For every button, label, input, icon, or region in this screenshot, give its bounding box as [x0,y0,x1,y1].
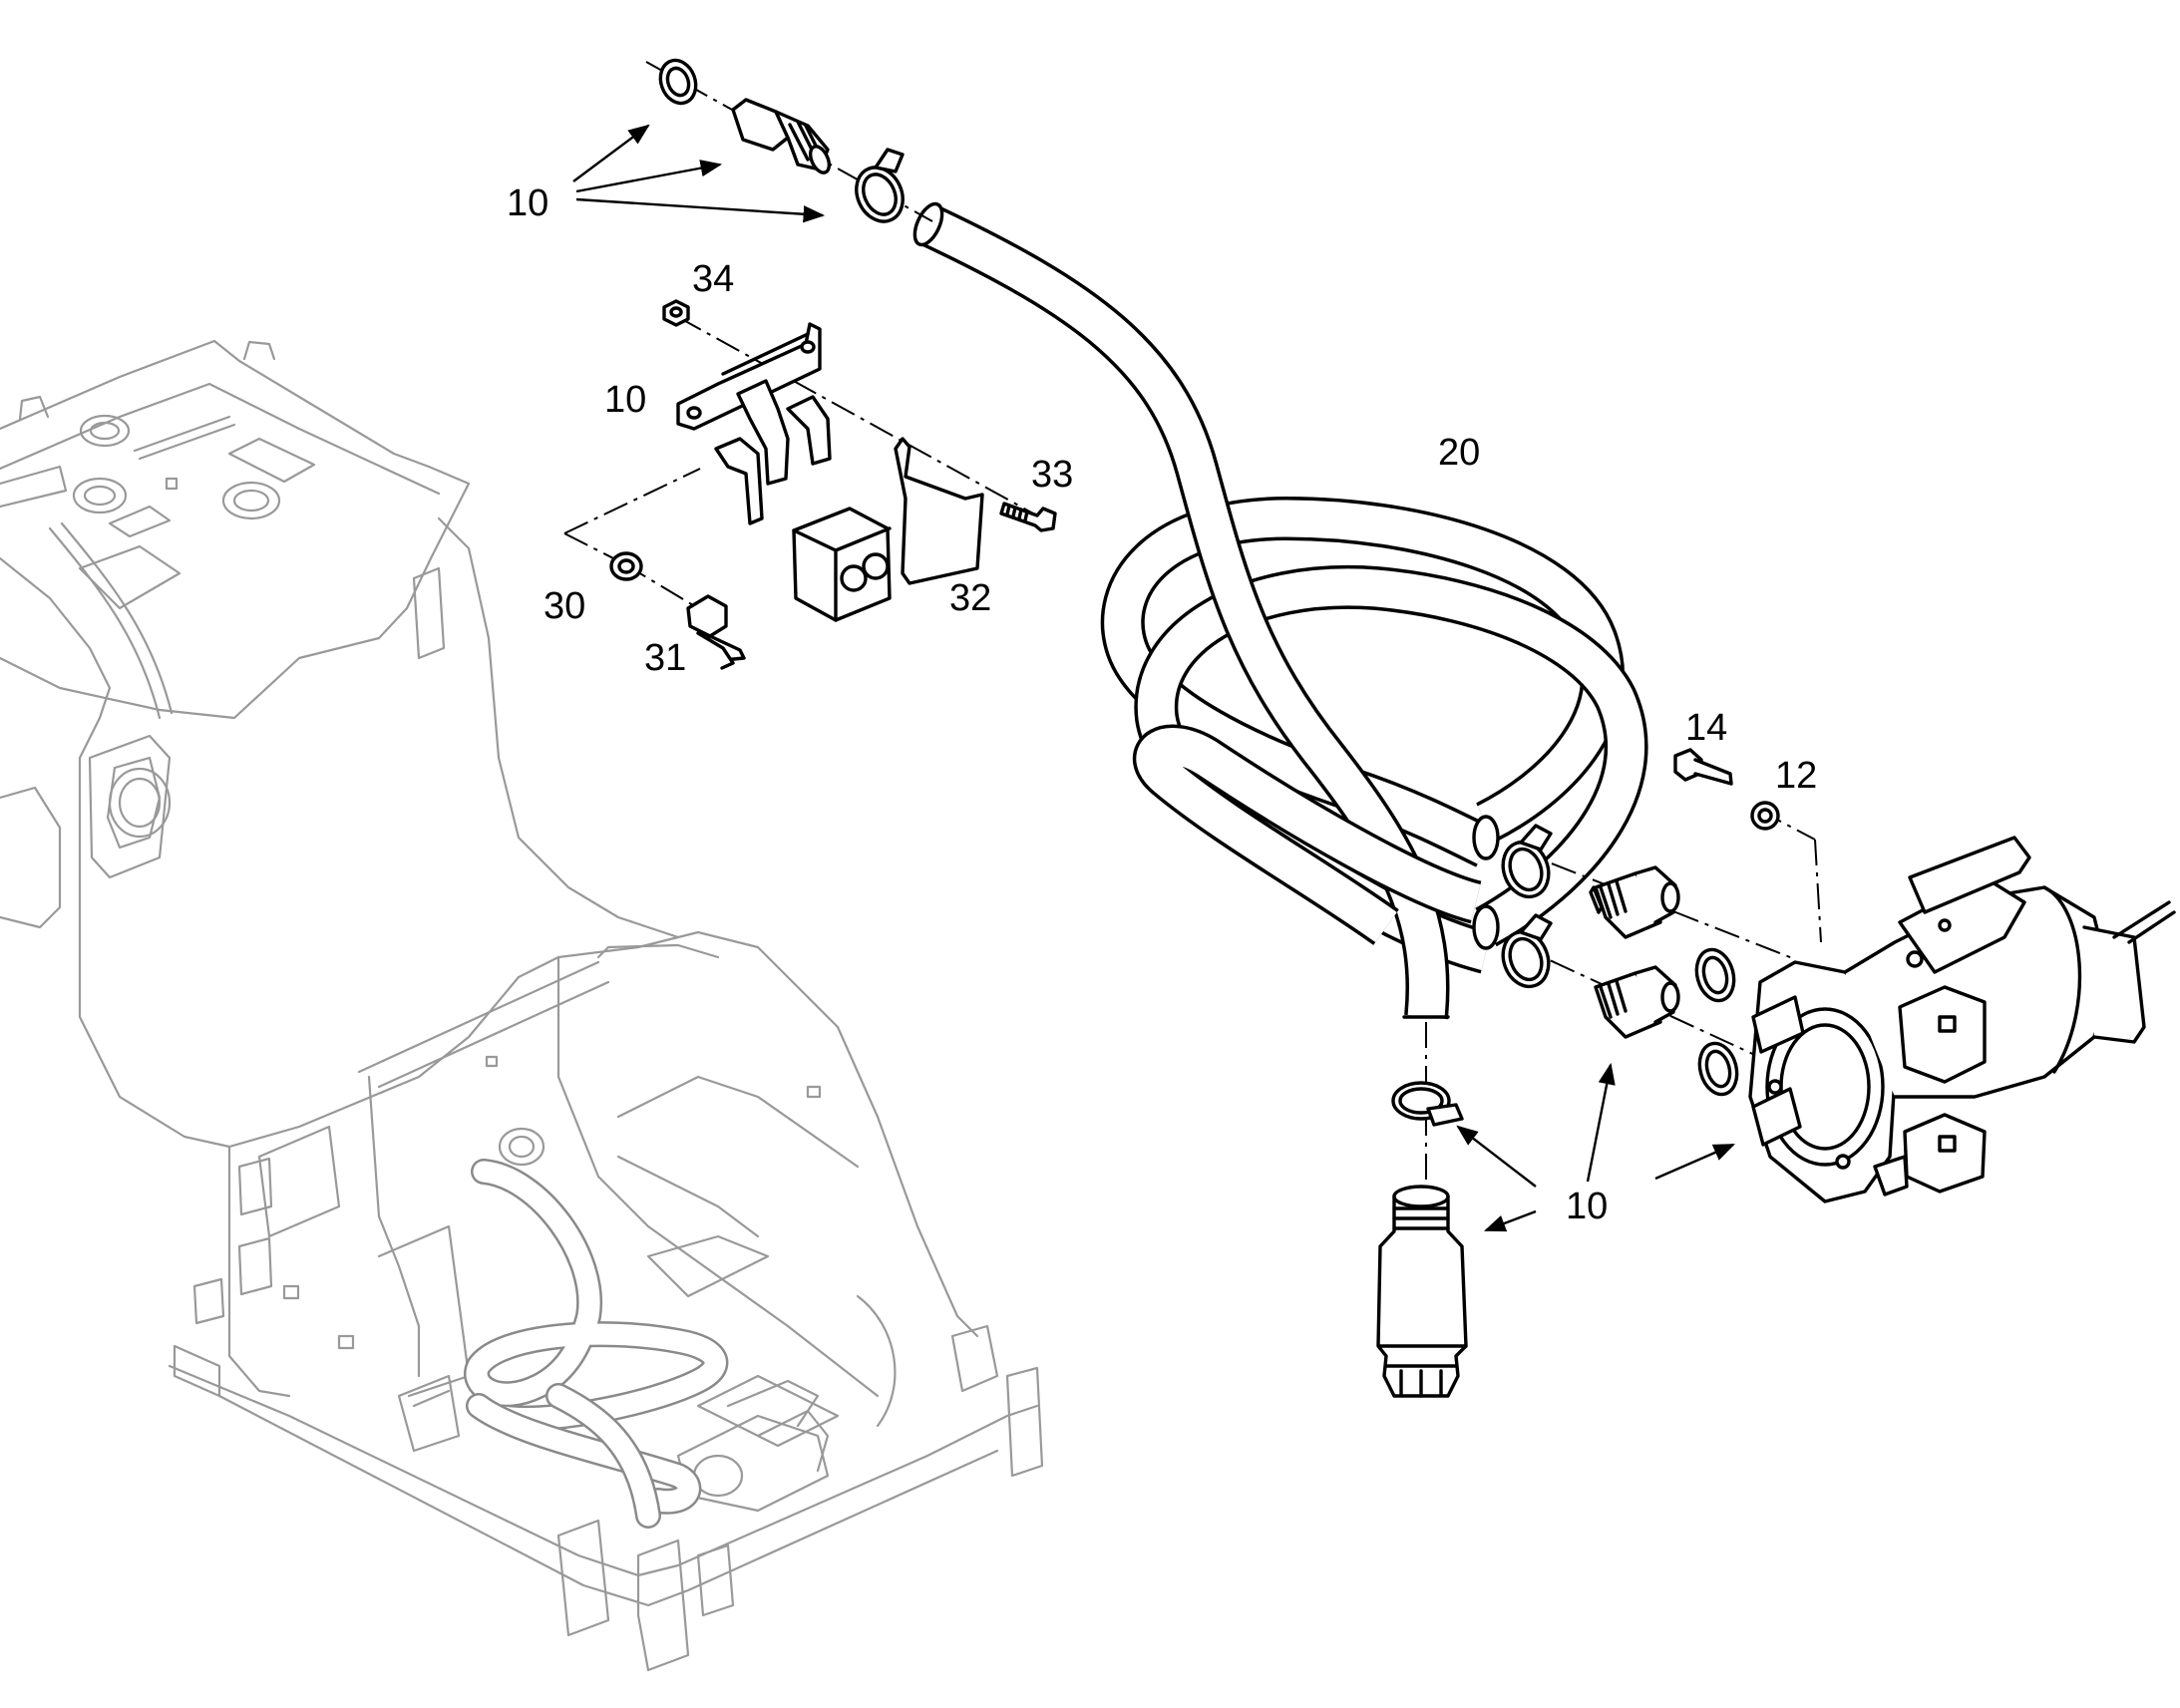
callout-14: 14 [1685,707,1727,749]
hose-part-20 [912,201,1648,1020]
machine-frame [0,339,1044,1672]
callout-12: 12 [1775,755,1817,797]
callout-10-top: 10 [507,182,548,224]
callout-31: 31 [644,637,686,679]
callout-33: 33 [1031,454,1073,496]
callout-10-bracket: 10 [604,379,646,421]
callout-10-bottom: 10 [1566,1186,1608,1227]
callout-30: 30 [544,585,585,627]
top-fittings [645,58,933,223]
callout-34: 34 [692,258,734,300]
leader-arrows [572,124,1735,1232]
bracket-assembly [563,299,1057,670]
callout-32: 32 [949,577,991,619]
pump-assembly [1376,748,2176,1398]
callout-20: 20 [1438,432,1480,474]
